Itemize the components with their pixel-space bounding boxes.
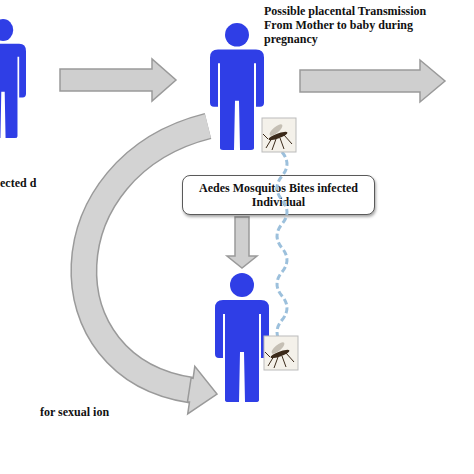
mosquito-picture bbox=[264, 336, 298, 370]
node-caption: ected d bbox=[0, 176, 60, 190]
node-caption: Possible placental Transmission From Mot… bbox=[264, 4, 432, 46]
flow-arrow bbox=[60, 59, 176, 101]
flow-arrow bbox=[227, 217, 257, 268]
note-label: for sexual ion bbox=[40, 405, 112, 419]
flow-arrow bbox=[84, 126, 217, 414]
person-node: ected d bbox=[0, 18, 26, 138]
person-figure bbox=[0, 18, 26, 138]
mosquito-picture bbox=[262, 118, 296, 152]
outgoing-arrow bbox=[300, 60, 445, 102]
person-figure bbox=[215, 272, 269, 402]
box-text: Aedes Mosquitos Bites infected Individua… bbox=[195, 181, 362, 209]
process-box: Aedes Mosquitos Bites infected Individua… bbox=[182, 175, 375, 215]
person-figure bbox=[210, 22, 264, 150]
person-node: Possible placental Transmission From Mot… bbox=[210, 22, 264, 150]
person-node bbox=[215, 272, 269, 402]
